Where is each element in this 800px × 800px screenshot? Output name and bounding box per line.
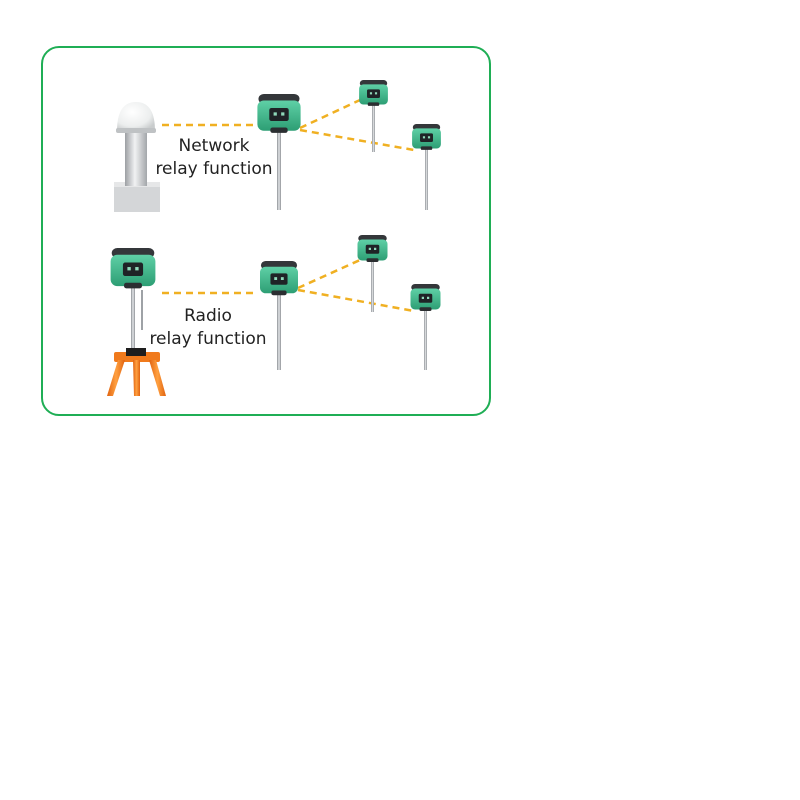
radio-relay-receiver — [260, 261, 298, 370]
radio-caption-line1: Radio — [184, 306, 232, 326]
tripod-pole — [131, 286, 135, 356]
gnss-rover-icon — [357, 235, 388, 262]
dome-antenna-icon — [117, 102, 155, 131]
rover-pole — [425, 148, 428, 210]
network-relay-caption: Network relay function — [150, 135, 278, 181]
base-dome-antenna — [114, 102, 160, 212]
network-links — [162, 98, 415, 152]
gnss-receiver-icon — [260, 261, 298, 296]
link-relay-to-rover-1 — [297, 258, 361, 290]
rover-pole — [424, 308, 427, 370]
gnss-rover-icon — [359, 80, 388, 106]
network-rover-2 — [412, 124, 441, 210]
rover-pole — [372, 104, 375, 152]
base-receiver-on-tripod — [107, 248, 166, 396]
pillar-column — [125, 128, 147, 186]
network-rover-1 — [359, 80, 388, 152]
gnss-rover-icon — [410, 284, 441, 311]
radio-caption-line2: relay function — [149, 329, 267, 349]
gnss-receiver-icon — [110, 248, 156, 289]
gnss-receiver-icon — [257, 94, 301, 133]
rover-pole — [371, 262, 374, 312]
radio-relay-caption: Radio relay function — [144, 305, 272, 351]
radio-links — [162, 258, 415, 313]
tripod-icon — [107, 348, 166, 396]
radio-rover-2 — [410, 284, 441, 370]
network-caption-line1: Network — [178, 136, 250, 156]
gnss-rover-icon — [412, 124, 441, 150]
link-relay-to-rover-1 — [299, 98, 361, 130]
radio-rover-1 — [357, 235, 388, 312]
receiver-pole — [277, 292, 281, 370]
diagram-frame — [41, 46, 491, 416]
link-relay-to-rover-2 — [299, 128, 415, 152]
receiver-pole — [277, 130, 281, 210]
network-relay-receiver — [257, 94, 301, 210]
link-relay-to-rover-2 — [297, 288, 415, 313]
network-caption-line2: relay function — [155, 159, 273, 179]
